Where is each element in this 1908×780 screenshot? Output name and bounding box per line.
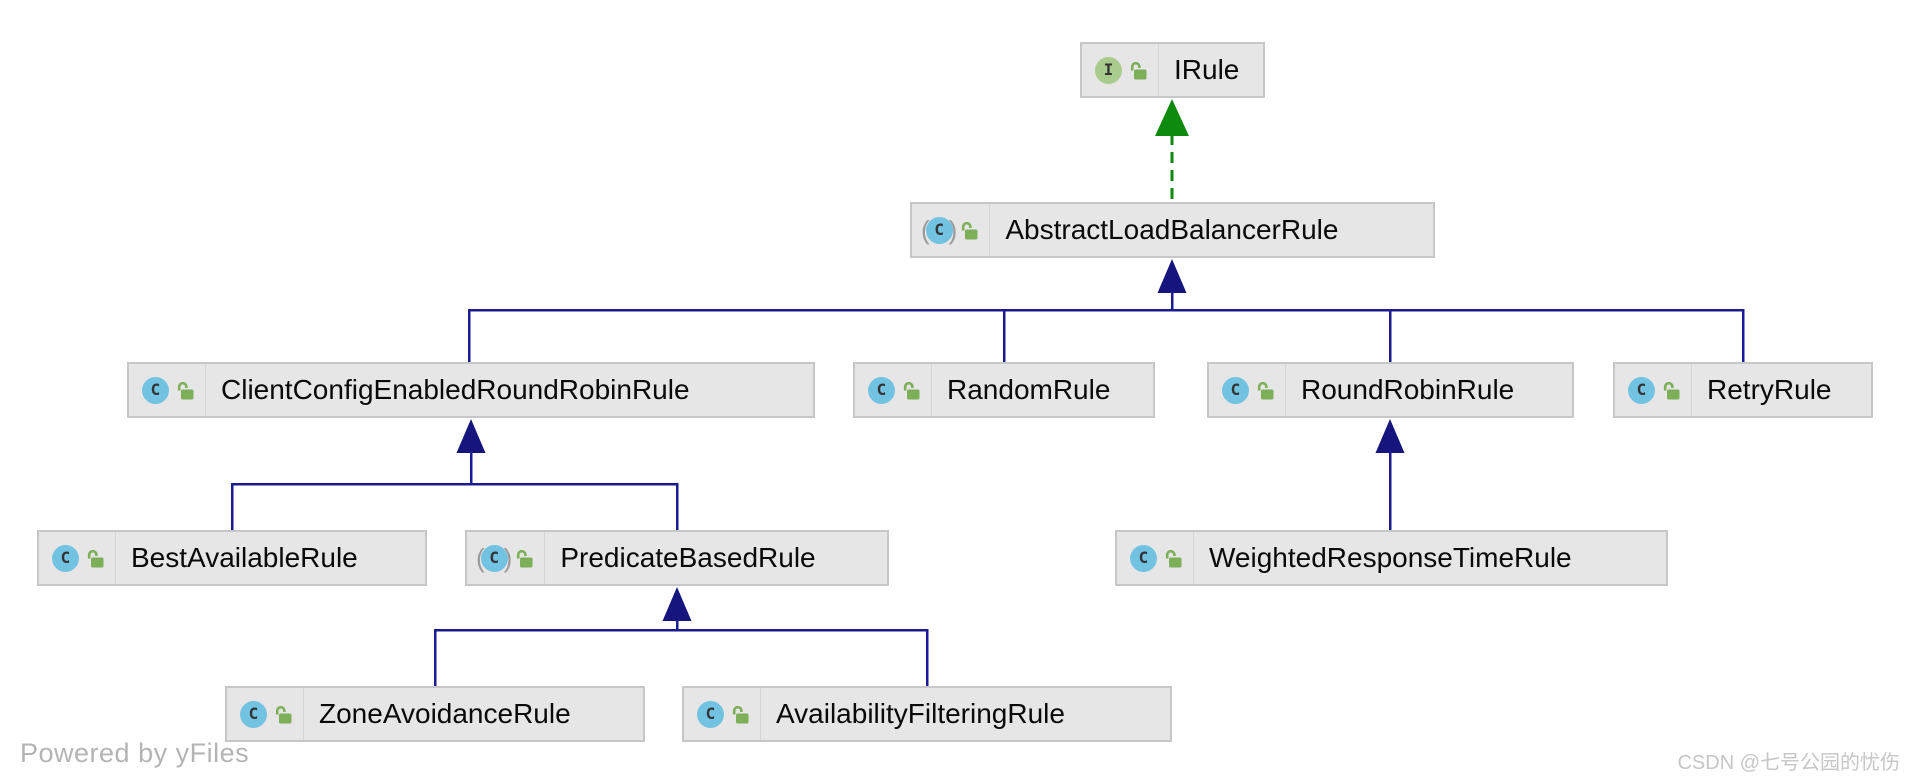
- node-bestavailablerule[interactable]: C BestAvailableRule: [37, 530, 427, 586]
- node-label: AvailabilityFilteringRule: [776, 698, 1065, 729]
- node-label: RandomRule: [947, 374, 1111, 405]
- node-randomrule[interactable]: C RandomRule: [853, 362, 1155, 418]
- node-icons: C: [1209, 364, 1286, 416]
- node-clientconfigenabledroundrobinrule[interactable]: C ClientConfigEnabledRoundRobinRule: [127, 362, 815, 418]
- node-icons: (C): [467, 532, 546, 584]
- node-predicatebasedrule[interactable]: (C) PredicateBasedRule: [465, 530, 889, 586]
- node-label: WeightedResponseTimeRule: [1209, 542, 1572, 573]
- node-zoneavoidancerule[interactable]: C ZoneAvoidanceRule: [225, 686, 645, 742]
- csdn-watermark: CSDN @七号公园的忧伤: [1677, 752, 1900, 774]
- yfiles-watermark: Powered by yFiles: [20, 738, 250, 768]
- extends-edge-weighted-to-roundrobin: [1375, 419, 1405, 530]
- open-lock-icon: [176, 380, 195, 400]
- node-icons: C: [129, 364, 206, 416]
- extends-edges-into-abstractloadbalancerrule: [467, 259, 1745, 362]
- class-icon: C: [868, 376, 895, 404]
- node-icons: I: [1082, 44, 1159, 96]
- class-icon: C: [1222, 376, 1249, 404]
- node-icons: C: [39, 532, 116, 584]
- node-icons: C: [227, 688, 304, 740]
- node-retryrule[interactable]: C RetryRule: [1613, 362, 1873, 418]
- open-lock-icon: [1662, 380, 1681, 400]
- class-icon: C: [1628, 376, 1655, 404]
- node-label: RetryRule: [1707, 374, 1832, 405]
- node-label: ClientConfigEnabledRoundRobinRule: [221, 374, 690, 405]
- abstract-class-icon: (C): [921, 215, 958, 245]
- open-lock-icon: [960, 220, 979, 240]
- class-icon: C: [1130, 544, 1157, 572]
- open-lock-icon: [731, 704, 750, 724]
- node-availabilityfilteringrule[interactable]: C AvailabilityFilteringRule: [682, 686, 1172, 742]
- open-lock-icon: [515, 548, 534, 568]
- class-icon: C: [52, 544, 79, 572]
- open-lock-icon: [902, 380, 921, 400]
- node-abstractloadbalancerrule[interactable]: (C) AbstractLoadBalancerRule: [910, 202, 1435, 258]
- node-icons: C: [684, 688, 761, 740]
- node-icons: C: [1117, 532, 1194, 584]
- node-label: BestAvailableRule: [131, 542, 358, 573]
- open-lock-icon: [1256, 380, 1275, 400]
- node-roundrobinrule[interactable]: C RoundRobinRule: [1207, 362, 1574, 418]
- open-lock-icon: [274, 704, 293, 724]
- abstract-class-icon: (C): [476, 543, 513, 573]
- node-icons: (C): [912, 204, 991, 256]
- extends-edges-into-clientconfigenabledroundrobinrule: [230, 419, 679, 530]
- interface-icon: I: [1095, 56, 1122, 84]
- node-icons: C: [855, 364, 932, 416]
- node-label: PredicateBasedRule: [560, 542, 816, 573]
- node-weightedresponsetimerule[interactable]: C WeightedResponseTimeRule: [1115, 530, 1668, 586]
- open-lock-icon: [1129, 60, 1148, 80]
- implements-edge-abstract-to-irule: [1155, 99, 1189, 202]
- class-icon: C: [697, 700, 724, 728]
- node-icons: C: [1615, 364, 1692, 416]
- node-label: IRule: [1174, 54, 1240, 85]
- node-irule[interactable]: I IRule: [1080, 42, 1265, 98]
- open-lock-icon: [1164, 548, 1183, 568]
- class-icon: C: [142, 376, 169, 404]
- node-label: ZoneAvoidanceRule: [319, 698, 571, 729]
- node-label: AbstractLoadBalancerRule: [1005, 214, 1339, 245]
- node-label: RoundRobinRule: [1301, 374, 1515, 405]
- extends-edges-into-predicatebasedrule: [433, 587, 929, 686]
- class-icon: C: [240, 700, 267, 728]
- open-lock-icon: [86, 548, 105, 568]
